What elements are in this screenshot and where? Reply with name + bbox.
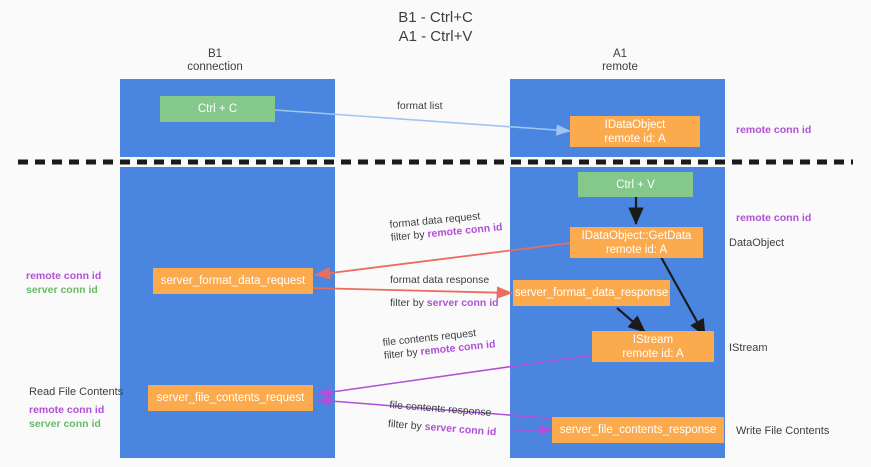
edge-label-fdres-key: server conn id: [426, 297, 499, 309]
node-ctrl-c-line1: Ctrl + C: [197, 103, 238, 115]
note-remote-conn-id-left2: remote conn id: [29, 404, 105, 416]
note-dataobject: DataObject: [729, 237, 785, 249]
edge-label-fcres-key: server conn id: [424, 420, 497, 439]
lane-heading-a1: A1 remote: [602, 48, 638, 73]
node-server-format-data-response[interactable]: server_format_data_response: [513, 280, 670, 306]
edge-label-fdreq-prefix: filter by: [390, 228, 428, 244]
node-server-format-data-request-label: server_format_data_request: [160, 275, 306, 287]
edge-label-fcres-text: file contents response: [389, 399, 492, 419]
node-server-file-contents-request[interactable]: server_file_contents_request: [148, 385, 313, 411]
node-istream[interactable]: IStream remote id: A: [592, 331, 714, 362]
node-server-format-data-request[interactable]: server_format_data_request: [153, 268, 313, 294]
edge-label-fdres-text: format data response: [390, 274, 490, 286]
node-server-file-contents-response[interactable]: server_file_contents_response: [552, 417, 724, 443]
node-idataobject[interactable]: IDataObject remote id: A: [570, 116, 700, 147]
lane-heading-b1: B1 connection: [187, 48, 243, 73]
note-server-conn-id-left: server conn id: [26, 284, 98, 296]
node-ctrl-v[interactable]: Ctrl + V: [578, 172, 693, 197]
lane-b1-bottom: [120, 167, 335, 458]
page-title: B1 - Ctrl+C A1 - Ctrl+V: [398, 9, 473, 45]
edge-label-fcres-prefix: filter by: [387, 417, 426, 433]
node-istream-line2: remote id: A: [622, 347, 684, 360]
note-server-conn-id-left2: server conn id: [29, 418, 101, 430]
node-idataobject-line2: remote id: A: [604, 132, 666, 145]
edge-label-format-data-response: format data response filter by server co…: [390, 274, 499, 310]
lane-a1-bottom: [510, 167, 725, 458]
note-remote-conn-id-left: remote conn id: [26, 270, 102, 282]
edge-label-format-list-text: format list: [397, 100, 443, 112]
edge-label-fcreq-prefix: filter by: [383, 346, 422, 362]
node-getdata-line2: remote id: A: [605, 243, 668, 256]
node-ctrl-v-line1: Ctrl + V: [616, 178, 655, 191]
note-write-file-contents: Write File Contents: [736, 425, 830, 437]
node-server-file-contents-response-label: server_file_contents_response: [559, 424, 717, 436]
edge-label-fdres-prefix: filter by: [390, 297, 427, 309]
edge-label-format-list: format list: [397, 100, 443, 113]
edge-label-file-contents-response: file contents response filter by server …: [387, 399, 498, 439]
node-getdata-line1: IDataObject::GetData: [581, 229, 692, 242]
node-idataobject-line1: IDataObject: [604, 118, 666, 131]
node-server-file-contents-request-label: server_file_contents_request: [156, 392, 305, 404]
node-istream-line1: IStream: [632, 333, 674, 346]
edge-label-file-contents-request: file contents request filter by remote c…: [382, 325, 496, 363]
node-server-format-data-response-label: server_format_data_response: [514, 287, 669, 299]
note-remote-conn-id-middle: remote conn id: [736, 212, 812, 224]
edge-label-format-data-request: format data request filter by remote con…: [389, 208, 503, 245]
note-remote-conn-id-top: remote conn id: [736, 124, 812, 136]
note-istream: IStream: [729, 342, 768, 354]
node-ctrl-c[interactable]: Ctrl + C: [160, 96, 275, 122]
node-idataobject-getdata[interactable]: IDataObject::GetData remote id: A: [570, 227, 703, 258]
note-read-file-contents: Read File Contents: [29, 386, 124, 398]
